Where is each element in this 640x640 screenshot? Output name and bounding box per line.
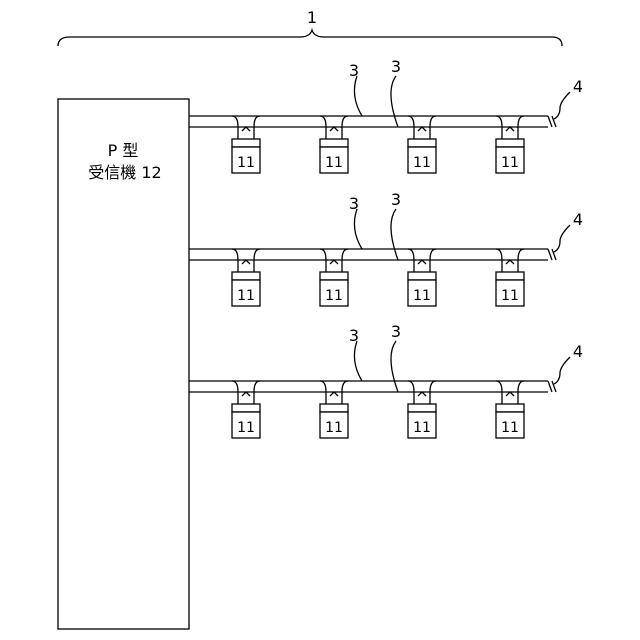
cable-end-mark	[548, 249, 552, 260]
cable-label-leader	[391, 209, 398, 260]
detector-label: 11	[413, 288, 431, 304]
detector-label: 11	[325, 420, 343, 436]
cable-label-a: 3	[349, 61, 359, 80]
detector-row: 11 11 11 11 3 3 4	[189, 57, 583, 173]
detector-label: 11	[501, 420, 519, 436]
detector-head	[408, 139, 436, 147]
end-label: 4	[573, 342, 583, 361]
cable-label-a: 3	[349, 194, 359, 213]
system-label: 1	[307, 8, 317, 27]
end-label-leader	[554, 357, 570, 384]
detector-head	[320, 404, 348, 412]
cable-label-leader	[354, 76, 362, 116]
detector-head	[320, 139, 348, 147]
detector-label: 11	[237, 288, 255, 304]
detector-label: 11	[237, 420, 255, 436]
detector-head	[408, 272, 436, 280]
detector-label: 11	[501, 155, 519, 171]
detector-head	[408, 404, 436, 412]
cable-label-b: 3	[391, 322, 401, 341]
end-label-leader	[554, 225, 570, 252]
cable-label-b: 3	[391, 57, 401, 76]
cable-label-leader	[354, 341, 362, 381]
detector-label: 11	[413, 420, 431, 436]
cable-end-mark	[548, 116, 552, 127]
detector-label: 11	[325, 155, 343, 171]
detector-head	[496, 272, 524, 280]
end-label: 4	[573, 77, 583, 96]
detector-label: 11	[237, 155, 255, 171]
detector-label: 11	[413, 155, 431, 171]
detector-label: 11	[501, 288, 519, 304]
detector-head	[232, 139, 260, 147]
cable-label-leader	[391, 76, 398, 127]
detector-head	[496, 139, 524, 147]
cable-label-a: 3	[349, 326, 359, 345]
detector-label: 11	[325, 288, 343, 304]
detector-row: 11 11 11 11 3 3 4	[189, 190, 583, 306]
cable-label-leader	[354, 209, 362, 249]
detector-head	[320, 272, 348, 280]
system-brace	[58, 30, 562, 46]
detector-head	[496, 404, 524, 412]
cable-label-leader	[391, 341, 398, 392]
end-label: 4	[573, 210, 583, 229]
end-label-leader	[554, 92, 570, 119]
detector-head	[232, 404, 260, 412]
cable-label-b: 3	[391, 190, 401, 209]
detector-rows: 11 11 11 11 3 3 4 11 11 11 11 3 3 4 11 11 11 11 3 3 4	[189, 57, 583, 438]
cable-end-mark	[548, 381, 552, 392]
detector-row: 11 11 11 11 3 3 4	[189, 322, 583, 438]
receiver-label-line1: P 型	[108, 141, 139, 160]
detector-head	[232, 272, 260, 280]
receiver-label-line2: 受信機 12	[88, 163, 161, 182]
